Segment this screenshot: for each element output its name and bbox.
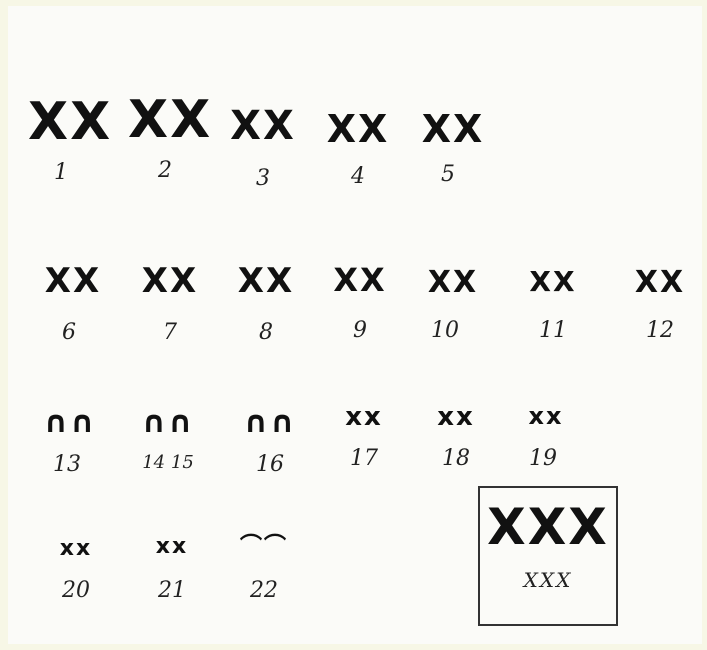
chromosome-label: 8 [226, 322, 306, 344]
chromosome-glyph: XX [413, 268, 493, 298]
chromosome-label: 19 [500, 448, 586, 470]
chromosome-label: 3 [223, 168, 303, 190]
chromosome-glyph: XX [620, 268, 700, 298]
chromosome-glyph: xx [506, 404, 586, 428]
chromosome-pair-3: XX 3 [223, 106, 303, 190]
chromosome-label: 17 [324, 448, 404, 470]
chromosome-glyph: XX [130, 264, 210, 298]
chromosome-label: 6 [25, 322, 113, 344]
chromosome-label: 7 [130, 322, 210, 344]
trisomy-label: XXX [480, 570, 616, 590]
chromosome-pair-22: ⌒⌒ 22 [224, 536, 304, 602]
chromosome-pair-18: xx 18 [416, 404, 496, 470]
karyotype-sheet: XX 1 XX 2 XX 3 XX 4 XX 5 XX 6 XX 7 XX [8, 6, 702, 644]
chromosome-label: 10 [397, 320, 493, 342]
chromosome-label: 4 [318, 166, 398, 188]
chromosome-glyph: xx [132, 536, 212, 558]
chromosome-pair-10: XX 10 [413, 268, 493, 342]
chromosome-pair-4: XX 4 [318, 110, 398, 188]
chromosome-glyph: ∩∩ [30, 408, 110, 438]
chromosome-label: 21 [132, 580, 212, 602]
chromosome-pair-17: xx 17 [324, 404, 404, 470]
chromosome-glyph: ⌒⌒ [224, 536, 304, 558]
chromosome-glyph: ∩∩ [128, 408, 208, 438]
chromosome-pair-13: ∩∩ 13 [30, 408, 110, 476]
chromosome-pair-6: XX 6 [33, 264, 113, 344]
chromosome-triplet-glyph: XXX [480, 502, 616, 552]
chromosome-pair-11: XX 11 [513, 268, 593, 342]
trisomy-box: XXX XXX [478, 486, 618, 626]
chromosome-pair-8: XX 8 [226, 264, 306, 344]
chromosome-label: 18 [416, 448, 496, 470]
chromosome-glyph: XX [223, 106, 303, 146]
chromosome-pair-1: XX 1 [28, 96, 108, 184]
chromosome-pair-20: xx 20 [36, 538, 116, 602]
chromosome-pair-14-15: ∩∩ 14 15 [128, 408, 208, 472]
chromosome-pair-7: XX 7 [130, 264, 210, 344]
chromosome-label: 22 [224, 580, 304, 602]
chromosome-label: 11 [513, 320, 593, 342]
chromosome-glyph: XX [128, 94, 208, 146]
chromosome-label: 5 [403, 164, 493, 186]
chromosome-glyph: XX [33, 264, 113, 298]
chromosome-label: 12 [620, 320, 700, 342]
chromosome-glyph: ∩∩ [230, 408, 310, 438]
chromosome-label: 20 [36, 580, 116, 602]
chromosome-label: 14 15 [128, 454, 208, 472]
chromosome-pair-21: xx 21 [132, 536, 212, 602]
chromosome-pair-19: xx 19 [506, 404, 586, 470]
chromosome-label: 9 [320, 320, 400, 342]
chromosome-glyph: XX [320, 264, 400, 296]
chromosome-pair-5: XX 5 [413, 110, 493, 186]
chromosome-pair-9: XX 9 [320, 264, 400, 342]
chromosome-glyph: XX [413, 110, 493, 148]
chromosome-label: 16 [230, 454, 310, 476]
chromosome-pair-12: XX 12 [620, 268, 700, 342]
chromosome-pair-16: ∩∩ 16 [230, 408, 310, 476]
chromosome-glyph: xx [36, 538, 116, 560]
chromosome-label: 1 [14, 162, 108, 184]
chromosome-glyph: xx [416, 404, 496, 430]
chromosome-label: 13 [24, 454, 110, 476]
chromosome-glyph: XX [28, 96, 108, 148]
chromosome-pair-2: XX 2 [128, 94, 208, 182]
chromosome-glyph: XX [226, 264, 306, 298]
chromosome-label: 2 [122, 160, 208, 182]
chromosome-glyph: XX [513, 268, 593, 296]
chromosome-glyph: xx [324, 404, 404, 430]
chromosome-glyph: XX [318, 110, 398, 148]
